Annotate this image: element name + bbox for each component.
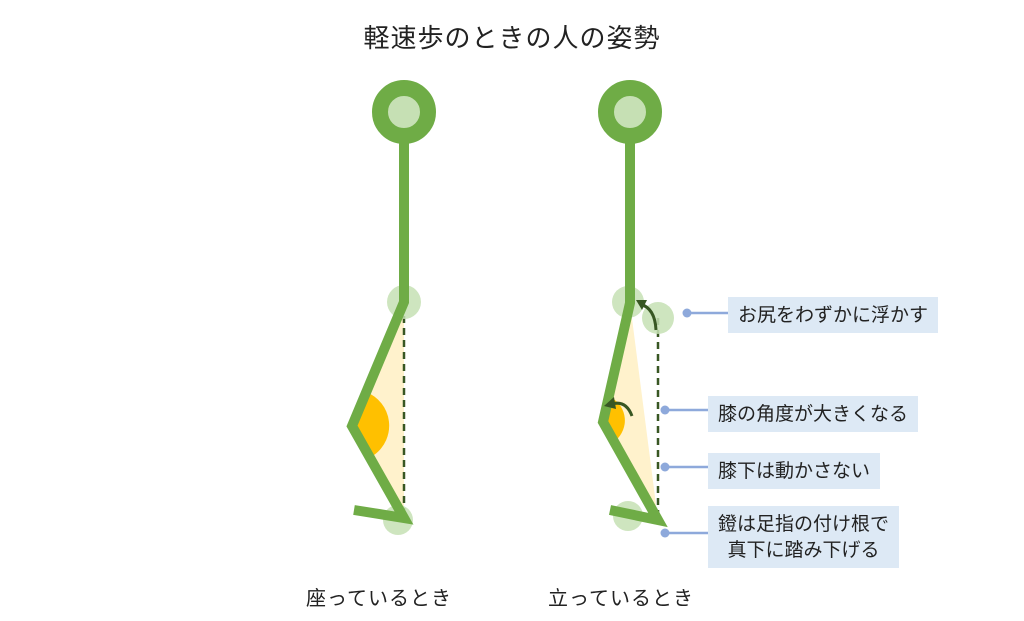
annotation-shin: 膝下は動かさない (708, 453, 881, 489)
standing-caption: 立っているとき (548, 586, 694, 610)
standing-body-line (597, 140, 668, 528)
annotation-stirrup-line2: 真下に踏み下げる (727, 539, 880, 561)
knee-open-arrowhead-icon (604, 397, 616, 409)
annotation-stirrup: 鐙は足指の付け根で 真下に踏み下げる (708, 506, 900, 568)
standing-head (598, 80, 662, 144)
annotation-knee: 膝の角度が大きくなる (708, 396, 919, 432)
sitting-caption: 座っているとき (306, 586, 452, 610)
annotation-stirrup-line1: 鐙は足指の付け根で (718, 513, 890, 535)
standing-figure (597, 80, 674, 531)
sitting-figure (346, 80, 436, 535)
diagram-title: 軽速歩のときの人の姿勢 (363, 24, 661, 54)
sitting-head (372, 80, 436, 144)
hip-lift-arrowhead-icon (636, 300, 647, 310)
sitting-body-line (346, 140, 414, 525)
annotation-leaders (660, 308, 728, 538)
annotation-hips: お尻をわずかに浮かす (728, 297, 939, 333)
